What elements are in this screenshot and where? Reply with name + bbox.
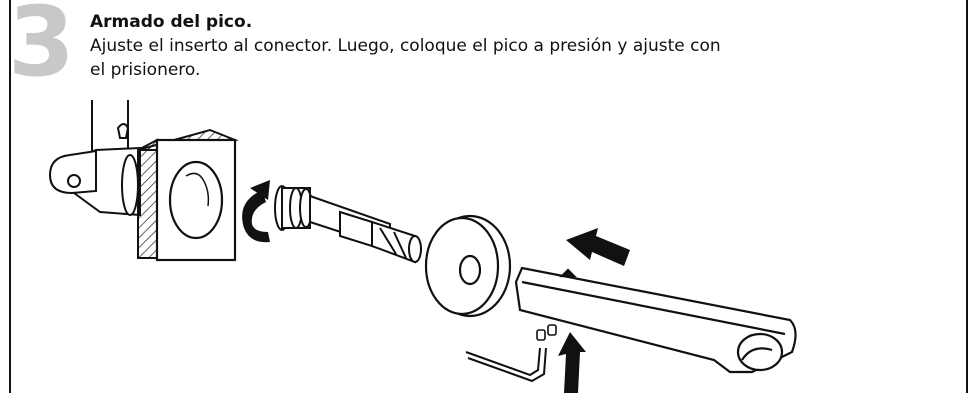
escutcheon-plate bbox=[137, 128, 239, 262]
allen-key bbox=[465, 347, 547, 383]
insert-connector bbox=[274, 185, 422, 264]
step-description: Ajuste el inserto al conector. Luego, co… bbox=[90, 36, 721, 80]
arrow-up-icon bbox=[558, 332, 586, 393]
set-screws bbox=[536, 324, 557, 341]
wall-connector bbox=[48, 100, 141, 217]
step-title: Armado del pico. bbox=[90, 12, 253, 32]
arrow-left-icon bbox=[566, 228, 630, 266]
spout bbox=[514, 266, 797, 374]
round-flange bbox=[424, 214, 512, 318]
curved-arrow-icon bbox=[242, 180, 270, 243]
step-text: Armado del pico. Ajuste el inserto al co… bbox=[90, 12, 730, 82]
frame-border-left bbox=[9, 0, 11, 393]
frame-border-right bbox=[966, 0, 968, 393]
step-number: 3 bbox=[8, 0, 75, 98]
